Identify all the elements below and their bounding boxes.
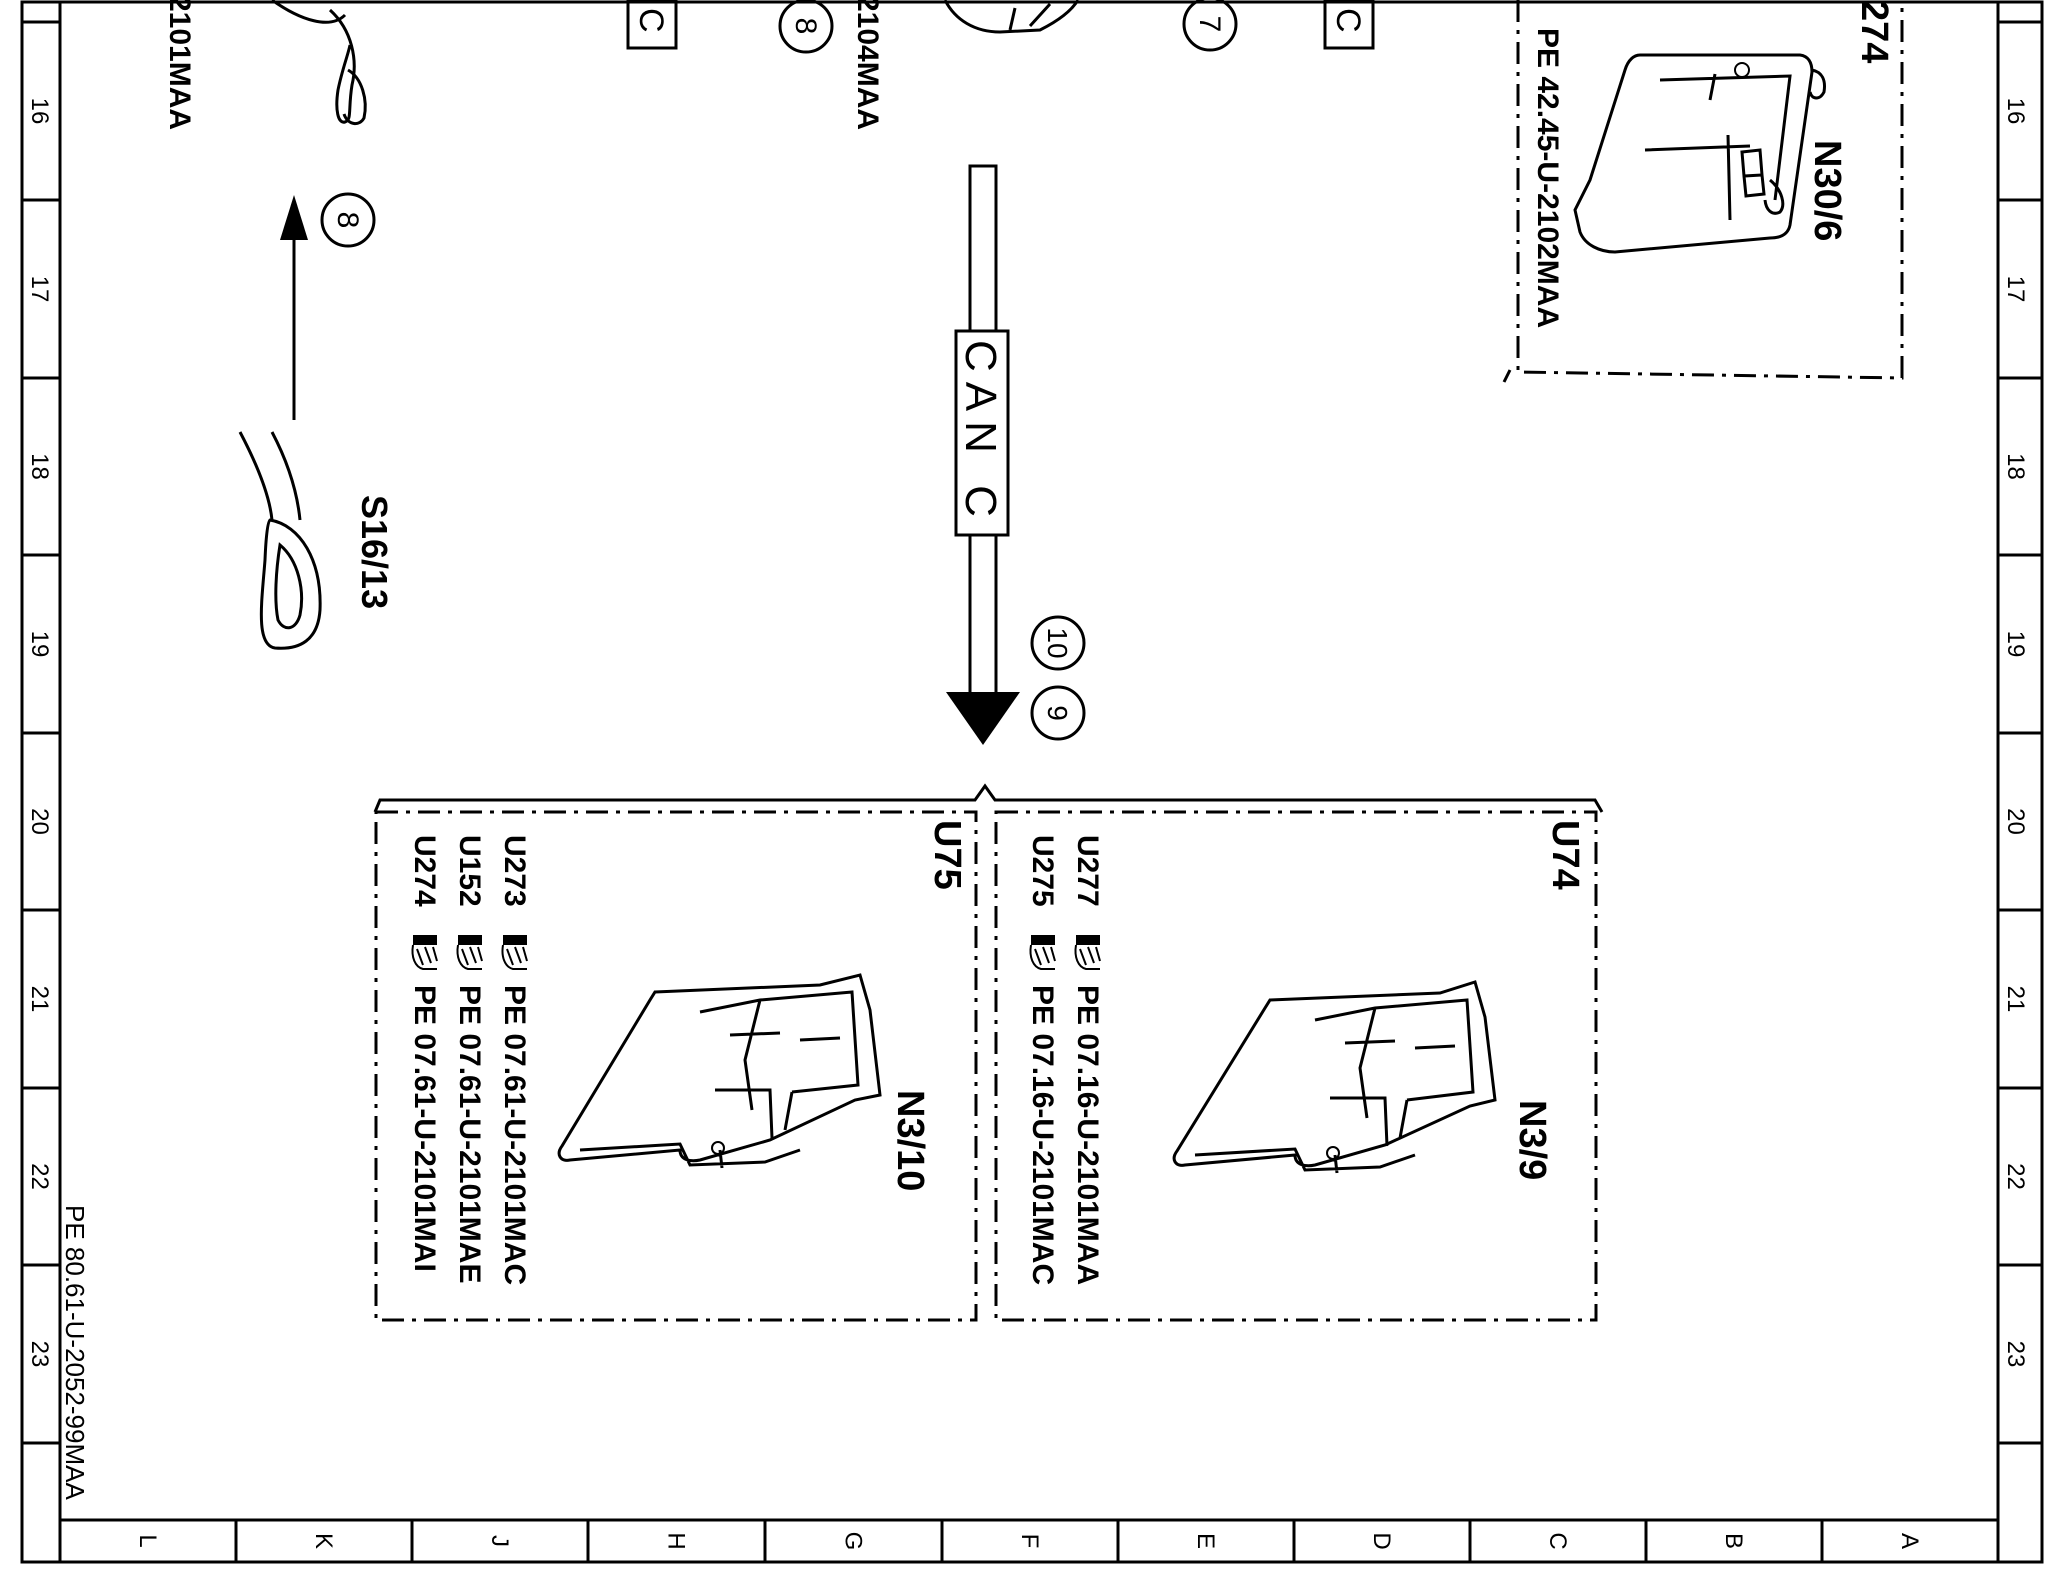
box-c-right-label: C — [1329, 8, 1367, 33]
n30-module-hole — [1734, 62, 1750, 78]
row-number: 17 — [2002, 276, 2029, 303]
row-number: 21 — [2002, 986, 2029, 1013]
bus-callout-10 — [1030, 615, 1086, 671]
reference-code: PE 07.61-U-2101MAI — [408, 985, 441, 1272]
u75-variant-label: U75 — [926, 820, 968, 890]
row-number: 19 — [2002, 631, 2029, 658]
column-letter: L — [134, 1534, 161, 1547]
bus-callout-9 — [1030, 685, 1086, 741]
switch-label: S16/13 — [354, 495, 395, 609]
bus-line-lower — [968, 533, 998, 697]
u75-module-screw — [711, 1141, 725, 1155]
row-number: 16 — [2002, 98, 2029, 125]
callout-8-top — [778, 0, 834, 54]
row-number: 20 — [2002, 808, 2029, 835]
callout-7-top-label: 7 — [1193, 16, 1226, 33]
top-connector-left-loop — [342, 68, 367, 125]
code-mid-fragment: 2104MAA — [851, 0, 884, 130]
column-letter: E — [1192, 1533, 1219, 1549]
grid-ticks-left — [22, 20, 60, 1445]
reference-variant: U275 — [1026, 835, 1059, 907]
column-letter: A — [1896, 1533, 1923, 1549]
row-numbers-right: 16 17 18 19 20 21 22 23 — [2002, 98, 2029, 1368]
row-numbers-left: 16 17 18 19 20 21 22 23 — [26, 98, 53, 1368]
u74-box — [994, 810, 1598, 1322]
column-letter: D — [1368, 1532, 1395, 1549]
reference-code: PE 07.61-U-2101MAC — [498, 985, 531, 1285]
bus-callout-9-label: 9 — [1042, 705, 1073, 721]
u75-module-sketch — [557, 973, 882, 1169]
row-number: 21 — [26, 986, 53, 1013]
n30-component-label: N30/6 — [1806, 140, 1848, 241]
bus-line-upper — [968, 164, 998, 333]
pointing-hand-icon — [456, 935, 483, 970]
pointing-hand-icon — [501, 935, 528, 970]
top-connector-left-sketch — [271, 0, 356, 124]
switch-arrow-head — [280, 195, 308, 240]
u74-component-label: N3/9 — [1511, 1100, 1553, 1180]
u75-reference-list: U273 PE 07.61-U-2101MAC U152 PE 07.61-U-210… — [408, 835, 531, 1285]
reference-variant: U277 — [1071, 835, 1104, 907]
grid-ticks-right — [1998, 20, 2042, 1445]
bus-label: CAN C — [956, 340, 1005, 527]
callout-8-top-label: 8 — [789, 18, 822, 35]
column-letter: F — [1016, 1534, 1043, 1549]
u74-reference-list: U277 PE 07.16-U-2101MAA U275 PE 07.16-U-210… — [1026, 835, 1104, 1285]
row-number: 16 — [26, 98, 53, 125]
row-number: 23 — [26, 1341, 53, 1368]
reference-code: PE 07.16-U-2101MAC — [1026, 985, 1059, 1285]
bus-callout-10-label: 10 — [1042, 627, 1073, 658]
column-letter: G — [840, 1532, 867, 1551]
document-code: PE 80.61-U-2052-99MAA — [60, 1205, 90, 1500]
reference-code: PE 07.61-U-2101MAE — [453, 985, 486, 1283]
u74-module-screw — [1326, 1146, 1340, 1160]
row-number: 18 — [2002, 453, 2029, 480]
box-c-left — [626, 0, 678, 50]
row-number: 23 — [2002, 1341, 2029, 1368]
bus-arrow-head — [946, 692, 1020, 745]
reference-variant: U273 — [498, 835, 531, 907]
row-number: 20 — [26, 808, 53, 835]
column-letter: B — [1720, 1533, 1747, 1549]
callout-7-top — [1182, 0, 1238, 52]
u75-box — [374, 810, 978, 1322]
n30-box-bracket — [1502, 369, 1512, 383]
n30-fragment-274: 274 — [1853, 0, 1895, 63]
row-number: 22 — [26, 1163, 53, 1190]
column-letter: J — [486, 1535, 513, 1547]
switch-callout — [320, 192, 376, 248]
n30-module-sketch — [1573, 53, 1826, 254]
switch-callout-label: 8 — [331, 212, 364, 229]
u74-module-sketch — [1172, 980, 1497, 1174]
pointing-hand-icon — [1074, 935, 1101, 970]
outer-frame — [20, 0, 2044, 1564]
u75-component-label: N3/10 — [889, 1090, 931, 1191]
box-c-right — [1323, 0, 1375, 50]
top-connector-mid-sketch — [943, 0, 1080, 34]
column-letter: C — [1544, 1532, 1571, 1549]
pointing-hand-icon — [1029, 935, 1056, 970]
grid-ticks-bottom — [58, 1520, 2000, 1562]
row-number: 19 — [26, 631, 53, 658]
n30-box-border — [1516, 0, 1904, 380]
row-number: 18 — [26, 453, 53, 480]
column-letter: K — [310, 1533, 337, 1549]
row-number: 17 — [26, 276, 53, 303]
box-c-left-label: C — [632, 8, 670, 33]
u74-variant-label: U74 — [1544, 820, 1586, 890]
reference-variant: U152 — [453, 835, 486, 907]
pointing-hand-icon — [411, 935, 438, 970]
lower-group-bracket — [373, 783, 1604, 813]
n30-ref: PE 42.45-U-2102MAA — [1531, 28, 1564, 328]
code-left-fragment: 2101MAA — [163, 0, 196, 130]
reference-variant: U274 — [408, 835, 441, 907]
column-letter: H — [663, 1532, 690, 1549]
row-number: 22 — [2002, 1163, 2029, 1190]
switch-sketch — [238, 431, 322, 650]
reference-code: PE 07.16-U-2101MAA — [1071, 985, 1104, 1285]
